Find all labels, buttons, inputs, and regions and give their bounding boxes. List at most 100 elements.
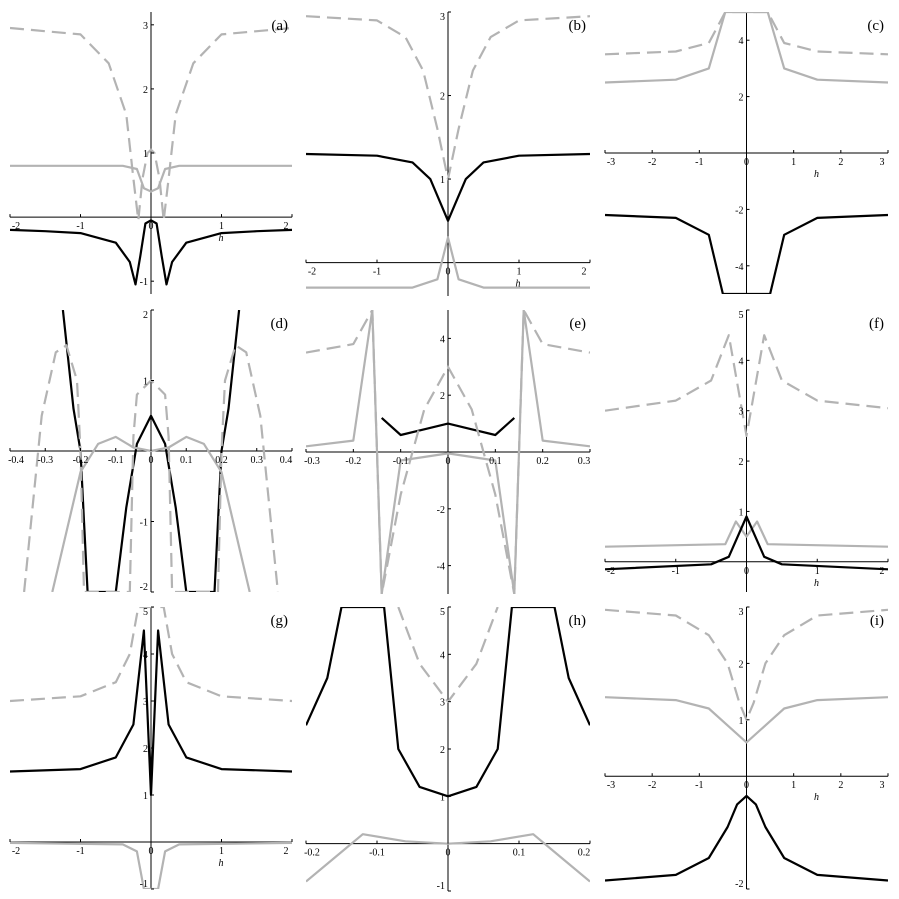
y-tick-label: 4	[143, 650, 148, 661]
series-line-gray-solid	[10, 841, 292, 889]
x-tick-label: 2	[582, 267, 587, 278]
panel-label: (h)	[569, 613, 587, 629]
x-tick-label: -2	[607, 566, 615, 577]
x-axis-label: h	[814, 169, 819, 180]
panel-label: (i)	[870, 613, 884, 629]
x-tick-label: -0.2	[345, 456, 361, 467]
x-tick-label: 0	[446, 848, 451, 859]
x-tick-label: -2	[308, 267, 316, 278]
y-tick-label: 1	[143, 149, 148, 160]
x-tick-label: 2	[284, 846, 289, 857]
x-tick-label: 1	[219, 221, 224, 232]
x-axis-label: h	[814, 792, 819, 803]
series-line-black-solid	[605, 515, 888, 571]
series-line-gray-dashed	[605, 12, 888, 56]
x-tick-label: -1	[695, 780, 703, 791]
y-tick-label: -1	[140, 277, 148, 288]
x-tick-label: 1	[815, 566, 820, 577]
series-line-gray-dashed	[10, 607, 292, 703]
x-tick-label: 0	[446, 456, 451, 467]
y-tick-label: 2	[143, 310, 148, 321]
y-tick-label: 3	[739, 407, 744, 418]
x-tick-label: -0.1	[369, 848, 385, 859]
y-tick-label: 1	[143, 791, 148, 802]
x-tick-label: 0	[744, 566, 749, 577]
series-line-black-solid	[605, 213, 888, 294]
panel-label: (g)	[271, 613, 289, 629]
series-line-black-solid	[380, 417, 516, 437]
x-tick-label: 0	[149, 455, 154, 466]
y-tick-label: 1	[143, 377, 148, 388]
x-tick-label: -0.1	[393, 456, 409, 467]
y-tick-label: 2	[440, 745, 445, 756]
y-tick-label: 2	[739, 659, 744, 670]
x-tick-label: -0.2	[304, 848, 320, 859]
x-tick-label: 0	[149, 846, 154, 857]
y-tick-label: 5	[440, 607, 445, 618]
y-tick-label: 1	[739, 507, 744, 518]
x-tick-label: 0.1	[513, 848, 526, 859]
x-tick-label: 1	[219, 846, 224, 857]
x-axis-label: h	[814, 578, 819, 589]
x-tick-label: -1	[695, 157, 703, 168]
x-tick-label: -2	[12, 221, 20, 232]
y-tick-label: 2	[440, 391, 445, 402]
panel-label: (b)	[569, 18, 587, 34]
x-tick-label: 0.2	[536, 456, 549, 467]
y-tick-label: 3	[440, 12, 445, 23]
panel-label: (f)	[869, 316, 884, 332]
x-tick-label: -0.3	[37, 455, 53, 466]
series-line-gray-solid	[605, 12, 888, 84]
x-tick-label: -1	[672, 566, 680, 577]
x-tick-label: 0.1	[489, 456, 502, 467]
x-tick-label: 0.3	[578, 456, 591, 467]
series-line-gray-dashed	[10, 26, 292, 222]
x-tick-label: -0.4	[8, 455, 24, 466]
x-tick-label: 0.1	[180, 455, 193, 466]
x-tick-label: 2	[880, 566, 885, 577]
y-tick-label: 2	[143, 85, 148, 96]
x-tick-label: 2	[838, 780, 843, 791]
x-tick-label: -1	[76, 221, 84, 232]
x-tick-label: 1	[791, 157, 796, 168]
y-tick-label: 1	[440, 175, 445, 186]
y-tick-label: 4	[739, 36, 744, 47]
x-tick-label: -1	[76, 846, 84, 857]
y-tick-label: 5	[739, 310, 744, 321]
panel-label: (e)	[569, 316, 586, 332]
y-tick-label: 4	[440, 650, 445, 661]
y-tick-label: 1	[440, 792, 445, 803]
x-tick-label: 2	[284, 221, 289, 232]
y-tick-label: -1	[437, 881, 445, 892]
y-tick-label: 3	[440, 698, 445, 709]
y-tick-label: 2	[739, 93, 744, 104]
x-tick-label: -3	[607, 157, 615, 168]
x-tick-label: -0.2	[73, 455, 89, 466]
x-tick-label: 3	[880, 780, 885, 791]
series-line-gray-solid	[306, 236, 590, 289]
series-line-gray-dashed	[605, 334, 888, 437]
panel-label: (d)	[271, 316, 289, 332]
panel-f: -2 -1 0 1 2 1 2 3 4 5 h (f)	[604, 309, 889, 592]
y-tick-label: 2	[739, 457, 744, 468]
x-tick-label: 1	[517, 267, 522, 278]
series-line-black-solid	[61, 310, 241, 592]
x-tick-label: 0	[446, 267, 451, 278]
x-tick-label: -1	[373, 267, 381, 278]
y-tick-label: 3	[143, 21, 148, 32]
y-tick-label: 4	[739, 356, 744, 367]
x-tick-label: 0	[744, 157, 749, 168]
x-tick-label: 0	[149, 221, 154, 232]
series-line-black-solid	[10, 219, 292, 286]
x-tick-label: -0.3	[304, 456, 320, 467]
y-tick-label: 4	[440, 334, 445, 345]
y-tick-label: 2	[143, 744, 148, 755]
x-axis-label: h	[219, 858, 224, 869]
